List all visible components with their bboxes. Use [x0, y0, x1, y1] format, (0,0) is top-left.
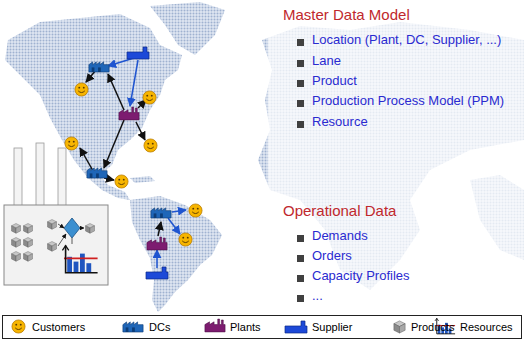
- bullet-item: Lane: [312, 54, 341, 69]
- legend-text: Customers: [32, 321, 85, 334]
- bullet-item: ...: [312, 289, 323, 304]
- section-heading: Operational Data: [283, 202, 396, 219]
- legend-text: Resources: [460, 321, 513, 334]
- bullet-item: Product: [312, 74, 357, 89]
- legend-text: Supplier: [312, 321, 352, 334]
- bullet-item: Demands: [312, 229, 368, 244]
- bullet-item: Location (Plant, DC, Supplier, ...): [312, 33, 501, 48]
- legend-text: Plants: [230, 321, 261, 334]
- bullet-item: Orders: [312, 249, 352, 264]
- bullet-item: Capacity Profiles: [312, 269, 410, 284]
- bullet-item: Resource: [312, 115, 368, 130]
- legend-text: Products: [411, 321, 454, 334]
- section-heading: Master Data Model: [283, 6, 410, 23]
- bullet-item: Production Process Model (PPM): [312, 94, 504, 109]
- legend-text: DCs: [149, 321, 170, 334]
